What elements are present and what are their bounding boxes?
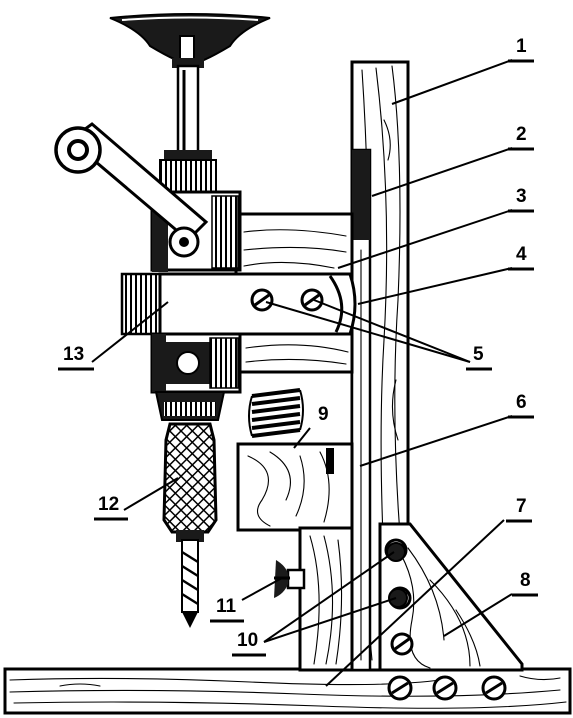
leader-lines [91,59,513,687]
label-5: 5 [473,344,484,365]
callout-8: 8 [512,570,538,597]
guide-rail [350,148,372,672]
label-1: 1 [516,36,527,57]
callout-3: 3 [508,186,534,213]
chuck-knurled [162,422,218,542]
label-3: 3 [516,186,527,207]
callout-1: 1 [508,36,534,63]
side-screws [386,542,408,608]
label-12: 12 [98,494,119,515]
support-board [298,526,354,672]
label-10: 10 [237,630,258,651]
callout-2: 2 [508,124,534,151]
label-9: 9 [318,404,329,425]
callout-10: 10 [232,630,266,657]
label-4: 4 [516,244,527,265]
callout-6: 6 [508,392,534,419]
chuck-neck [154,391,226,421]
label-6: 6 [516,392,527,413]
label-7: 7 [516,496,527,517]
callout-11: 11 [210,596,244,623]
label-11: 11 [216,596,237,617]
feed-handle-dish [109,13,271,68]
label-2: 2 [516,124,527,145]
callout-4: 4 [508,244,534,271]
gusset-brace [378,522,524,672]
lever-arm [54,122,209,258]
callout-12: 12 [94,494,128,521]
callout-5: 5 [466,344,492,371]
return-spring [248,388,304,438]
callout-9: 9 [318,404,329,425]
spindle-shaft [159,64,217,193]
callout-13: 13 [58,344,94,371]
callout-7: 7 [506,496,532,523]
clamp-collar [120,272,357,336]
gear-housing [150,332,242,394]
drill-bit [181,539,199,628]
lower-block [236,442,354,532]
label-8: 8 [520,570,531,591]
label-13: 13 [63,344,84,365]
